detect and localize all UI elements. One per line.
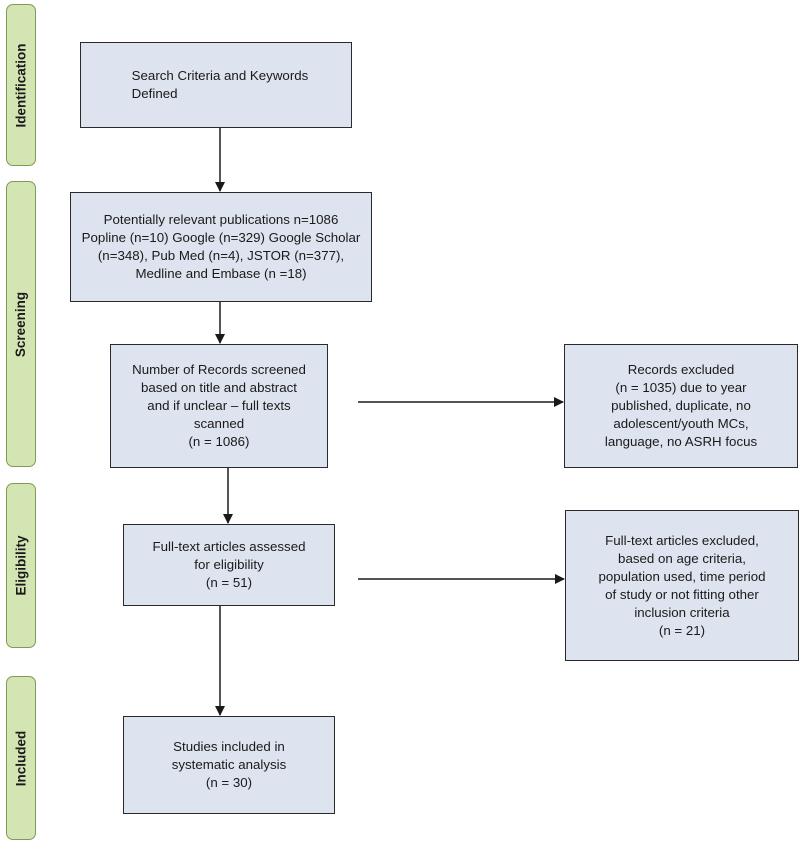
stage-screening: Screening (6, 181, 36, 467)
stage-identification: Identification (6, 4, 36, 166)
search-criteria-box: Search Criteria and Keywords Defined (80, 42, 352, 128)
fulltext-assessed-box: Full-text articles assessed for eligibil… (123, 524, 335, 606)
potential-publications-box: Potentially relevant publications n=1086… (70, 192, 372, 302)
records-excluded-box: Records excluded (n = 1035) due to year … (564, 344, 798, 468)
stage-eligibility: Eligibility (6, 483, 36, 648)
fulltext-excluded-text: Full-text articles excluded, based on ag… (598, 532, 766, 638)
fulltext-excluded-box: Full-text articles excluded, based on ag… (565, 510, 799, 661)
fulltext-assessed-text: Full-text articles assessed for eligibil… (152, 539, 306, 590)
stage-screening-label: Screening (13, 291, 29, 357)
search-criteria-text: Search Criteria and Keywords Defined (131, 68, 309, 101)
records-screened-box: Number of Records screened based on titl… (110, 344, 328, 468)
stage-included-label: Included (13, 730, 29, 786)
records-screened-text: Number of Records screened based on titl… (132, 362, 306, 449)
stage-eligibility-label: Eligibility (13, 535, 29, 596)
potential-publications-text: Potentially relevant publications n=1086… (81, 212, 361, 281)
records-excluded-text: Records excluded (n = 1035) due to year … (604, 362, 758, 449)
stage-identification-label: Identification (13, 43, 29, 127)
stage-included: Included (6, 676, 36, 840)
studies-included-box: Studies included in systematic analysis … (123, 716, 335, 814)
studies-included-text: Studies included in systematic analysis … (171, 739, 287, 790)
